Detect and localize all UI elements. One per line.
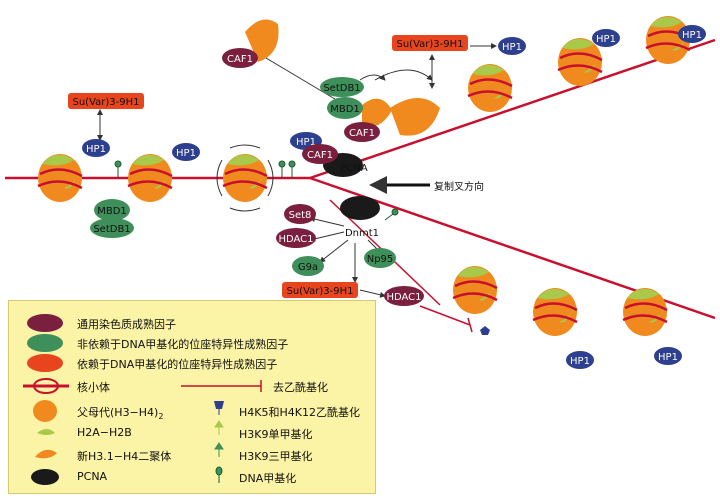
svg-text:HDAC1: HDAC1 [386,292,421,303]
legend-dna-dep-factor: 依赖于DNA甲基化的位座特异性成熟因子 [77,358,278,371]
dna-dep-factor-swatch [27,354,63,372]
svg-text:HP1: HP1 [296,137,316,148]
svg-text:MBD1: MBD1 [97,206,127,217]
svg-text:HP1: HP1 [86,144,106,155]
new-h3-h4-dimer [245,19,279,62]
dna-methyl-icon [215,466,223,483]
nucleosome-legend-icon [23,378,69,394]
np95: Np95 [364,248,396,268]
hp1-protein: HP1 [566,351,594,369]
pcna-icon [31,469,59,485]
dnmt1-label: Dnmt1 [345,228,379,239]
legend-h2a-h2b: H2A−H2B [77,426,132,439]
svg-text:SetDB1: SetDB1 [323,83,360,94]
caf1-low: CAF1 [302,144,338,164]
dna-indep-factor-swatch [27,334,63,352]
hdac1-left: HDAC1 [276,228,316,248]
hp1-protein: HP1 [172,143,200,161]
svg-text:HP1: HP1 [570,356,590,367]
legend-h3k9-tri: H3K9三甲基化 [239,450,313,463]
h3k9-mono-icon [214,420,224,435]
svg-text:HP1: HP1 [502,42,522,53]
svg-text:Su(Var)3-9H1: Su(Var)3-9H1 [286,286,353,297]
mbd1-left: MBD1 [94,199,130,221]
nucleosome [531,286,579,338]
legend-dna-indep-factor: 非依赖于DNA甲基化的位座特异性成熟因子 [77,338,289,351]
pcna-label: PCNA [340,163,367,174]
fork-direction-label: 复制叉方向 [434,180,484,193]
nucleosome [451,264,499,316]
svg-text:Np95: Np95 [367,254,394,265]
svg-text:G9a: G9a [298,262,318,273]
svg-text:CAF1: CAF1 [227,54,253,65]
nucleosome [36,152,84,204]
svg-text:HP1: HP1 [176,148,196,159]
nucleosome [221,152,269,204]
su-var-3-9h1-top: Su(Var)3-9H1 [392,35,468,51]
setdb1-left: SetDB1 [90,218,134,238]
nucleosome [126,152,174,204]
h4k5-acetyl-marker [480,326,490,335]
caf1-top: CAF1 [222,48,258,68]
general-factor-swatch [27,314,63,332]
su-var-3-9h1-bottom: Su(Var)3-9H1 [282,282,358,298]
caf1-mid: CAF1 [344,122,380,142]
hp1-protein: HP1 [678,25,706,43]
hp1-protein: HP1 [654,347,682,365]
svg-text:CAF1: CAF1 [307,150,333,161]
new-h3-h4-dimer [390,98,440,136]
hdac1-right: HDAC1 [384,286,424,306]
hp1-protein: HP1 [592,29,620,47]
svg-text:HP1: HP1 [658,352,678,363]
legend-new-h31-h4: 新H3.1−H4二聚体 [77,450,172,463]
new-h31-h4-icon [35,449,57,459]
hp1-protein: HP1 [498,37,526,55]
svg-text:HDAC1: HDAC1 [278,234,313,245]
svg-text:Su(Var)3-9H1: Su(Var)3-9H1 [396,39,463,50]
h4k5-acetyl-icon [214,401,224,409]
h2a-h2b-icon [37,429,55,435]
svg-text:MBD1: MBD1 [330,104,360,115]
parental-h3h4-icon [33,400,57,422]
legend-h4k5-acetyl: H4K5和H4K12乙酰基化 [239,406,360,419]
svg-text:SetDB1: SetDB1 [93,224,130,235]
dna-methylation-marks [114,160,399,221]
g9a: G9a [292,256,324,276]
su-var-3-9h1-left: Su(Var)3-9H1 [68,93,144,109]
nucleosome [466,62,514,114]
svg-text:HP1: HP1 [596,34,616,45]
legend-nucleosome: 核小体 [77,381,110,394]
nucleosome [621,286,669,338]
legend-general-factor: 通用染色质成熟因子 [77,318,176,331]
mbd1-top: MBD1 [327,97,363,119]
nucleosome [556,36,604,88]
svg-text:Set8: Set8 [289,210,312,221]
legend-parental-h3h4: 父母代(H3−H4)2 [77,406,164,422]
svg-text:Su(Var)3-9H1: Su(Var)3-9H1 [72,97,139,108]
legend-panel: 通用染色质成熟因子 非依赖于DNA甲基化的位座特异性成熟因子 依赖于DNA甲基化… [8,300,376,494]
hp1-protein: HP1 [82,139,110,157]
legend-h3k9-mono: H3K9单甲基化 [239,428,313,441]
upper-daughter-strand [309,38,716,180]
svg-text:HP1: HP1 [682,30,702,41]
deacetylation-legend-icon [181,380,262,392]
setdb1-top: SetDB1 [320,77,364,97]
new-h3-h4-dimer [362,98,392,127]
svg-text:CAF1: CAF1 [349,128,375,139]
legend-pcna: PCNA [77,470,108,483]
set8: Set8 [284,204,316,224]
legend-dna-methyl: DNA甲基化 [239,472,297,485]
pcna-clamp [340,196,380,220]
h3k9-tri-icon [214,442,224,457]
legend-deacetylation: 去乙酰基化 [273,381,328,394]
